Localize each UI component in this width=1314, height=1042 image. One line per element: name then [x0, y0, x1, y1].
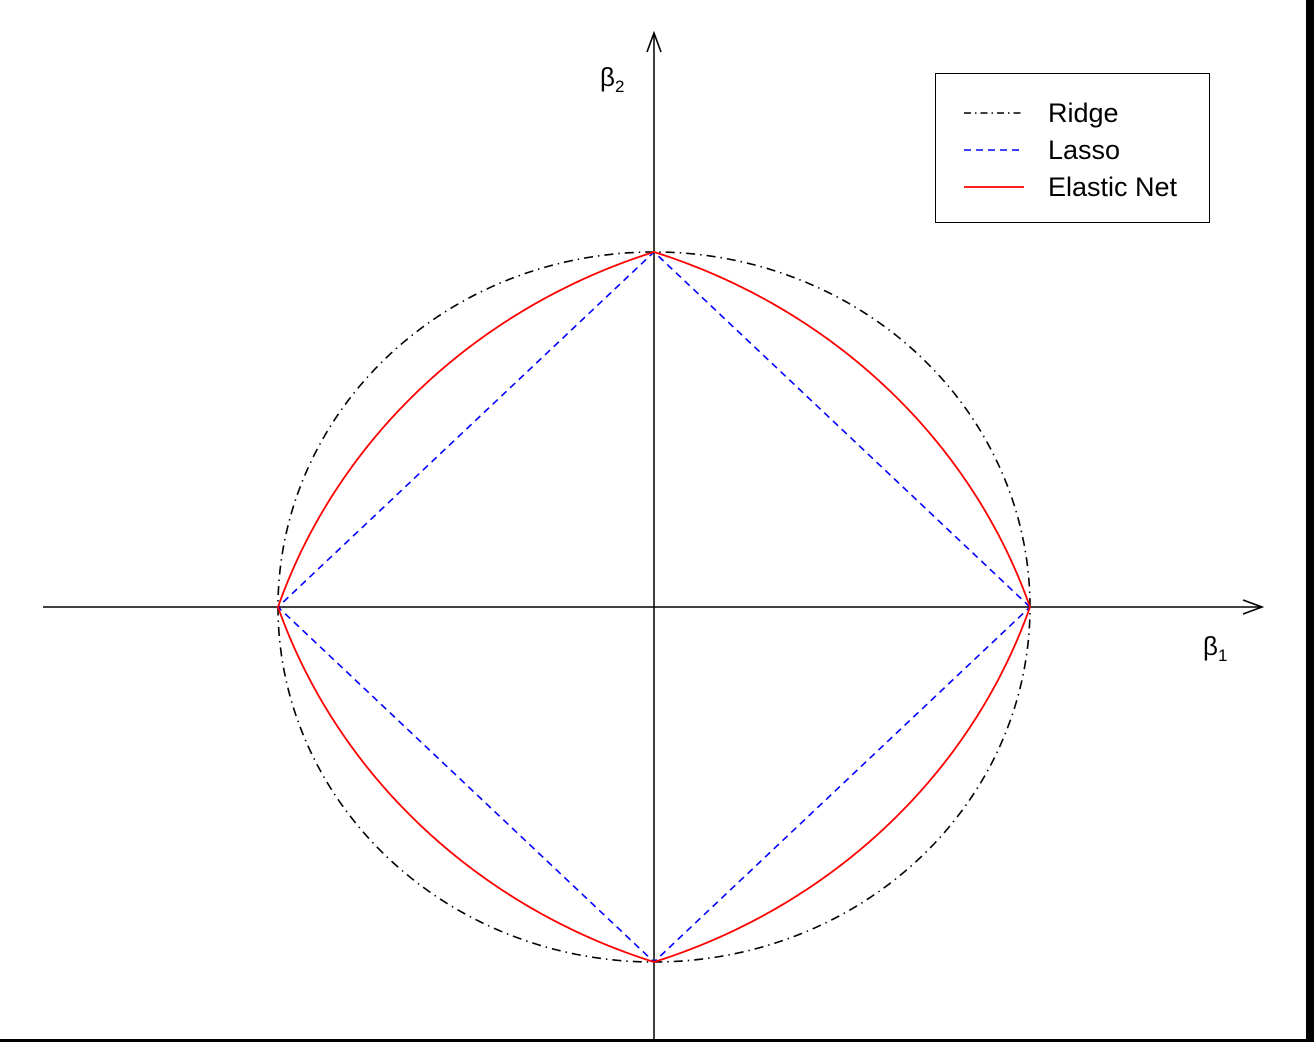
legend: Ridge Lasso Elastic Net: [935, 73, 1210, 223]
x-axis-label: β1: [1203, 631, 1227, 665]
legend-label-lasso: Lasso: [1048, 135, 1121, 165]
legend-label-elastic-net: Elastic Net: [1048, 172, 1178, 202]
y-axis-label-subscript: 2: [615, 77, 624, 96]
legend-swatch-ridge: [964, 112, 1024, 114]
legend-entry-elastic-net: Elastic Net: [936, 170, 1209, 204]
legend-swatch-elastic-net: [964, 186, 1024, 188]
y-axis-label-symbol: β: [600, 62, 615, 92]
x-axis-label-subscript: 1: [1218, 646, 1227, 665]
legend-swatch-lasso: [964, 149, 1024, 151]
legend-entry-lasso: Lasso: [936, 133, 1209, 167]
legend-entry-ridge: Ridge: [936, 96, 1209, 130]
x-axis-label-symbol: β: [1203, 631, 1218, 661]
y-axis-label: β2: [600, 62, 624, 96]
legend-label-ridge: Ridge: [1048, 98, 1119, 128]
series-elastic-net-line: [277, 251, 1031, 963]
